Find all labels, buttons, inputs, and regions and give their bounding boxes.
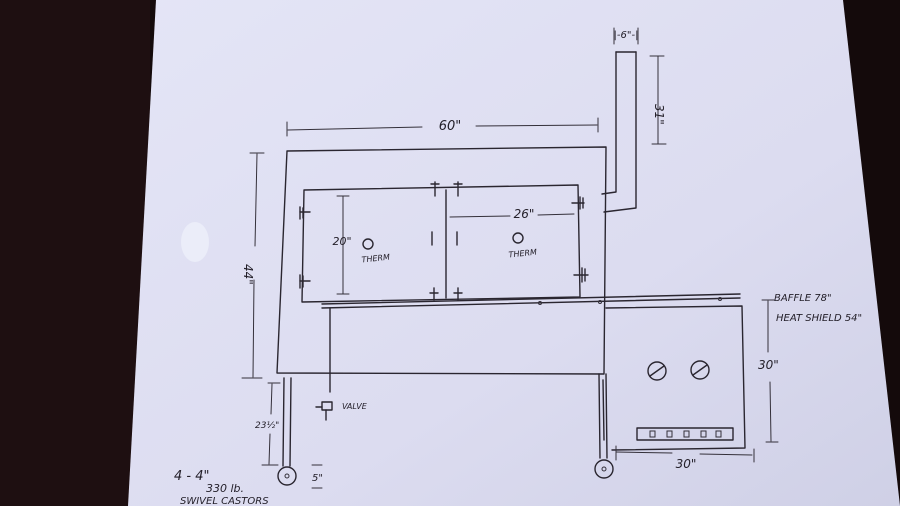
side-cabinet	[605, 305, 746, 451]
heat-shield-label: HEAT SHIELD 54"	[776, 313, 862, 324]
caster-size-dimension: 5"	[311, 464, 323, 489]
firebox-depth-label: 20"	[332, 235, 351, 248]
casters	[277, 459, 614, 486]
burner-knob-left	[647, 361, 667, 381]
therm-right-label: THERM	[508, 248, 537, 260]
cooking-chambers	[299, 181, 589, 303]
thermometer-left: THERM	[361, 238, 390, 265]
stack-width-label: |-6"-|	[614, 30, 639, 41]
therm-left-label: THERM	[361, 253, 390, 265]
cabinet-width-dimension: 30"	[615, 445, 755, 471]
caster-size-label: 5"	[312, 473, 323, 484]
overall-width-label: 60"	[439, 119, 462, 134]
chamber-width-label: 26"	[514, 207, 535, 221]
overall-width-dimension: 60"	[286, 117, 599, 137]
leg-height-dimension: 23½"	[255, 382, 281, 466]
stack-width-dimension: |-6"-|	[613, 27, 639, 45]
caster-note-line3: SWIVEL CASTORS	[180, 496, 269, 506]
smoker-body	[276, 146, 607, 375]
thermometer-right: THERM	[508, 232, 537, 260]
legs	[282, 373, 608, 467]
exhaust-stack	[601, 51, 637, 213]
caster-note: 4 - 4" 330 lb. SWIVEL CASTORS	[174, 469, 269, 506]
caster-note-line1: 4 - 4"	[174, 469, 209, 484]
baffle-note: BAFFLE 78" HEAT SHIELD 54"	[774, 293, 862, 324]
cabinet-width-label: 30"	[676, 457, 697, 471]
caster-note-line2: 330 lb.	[206, 482, 244, 495]
valve: VALVE	[315, 401, 368, 421]
chamber-width-dimension: 26"	[449, 207, 575, 221]
baffle-label: BAFFLE 78"	[774, 293, 832, 304]
paper-sheet	[128, 0, 900, 506]
overall-height-label: 44"	[241, 264, 255, 285]
stack-height-label: 31"	[652, 104, 666, 125]
cabinet-height-label: 30"	[758, 358, 779, 372]
baffle-rail	[321, 293, 741, 393]
stack-height-dimension: 31"	[649, 55, 667, 145]
cabinet-height-dimension: 30"	[758, 299, 779, 443]
overall-height-dimension: 44"	[241, 152, 265, 379]
left-dark-area	[0, 0, 150, 506]
valve-label: VALVE	[342, 402, 368, 411]
smudge	[181, 222, 209, 262]
firebox-depth-dimension: 20"	[332, 195, 352, 295]
burner-knob-right	[690, 360, 710, 380]
leg-height-label: 23½"	[255, 421, 279, 431]
